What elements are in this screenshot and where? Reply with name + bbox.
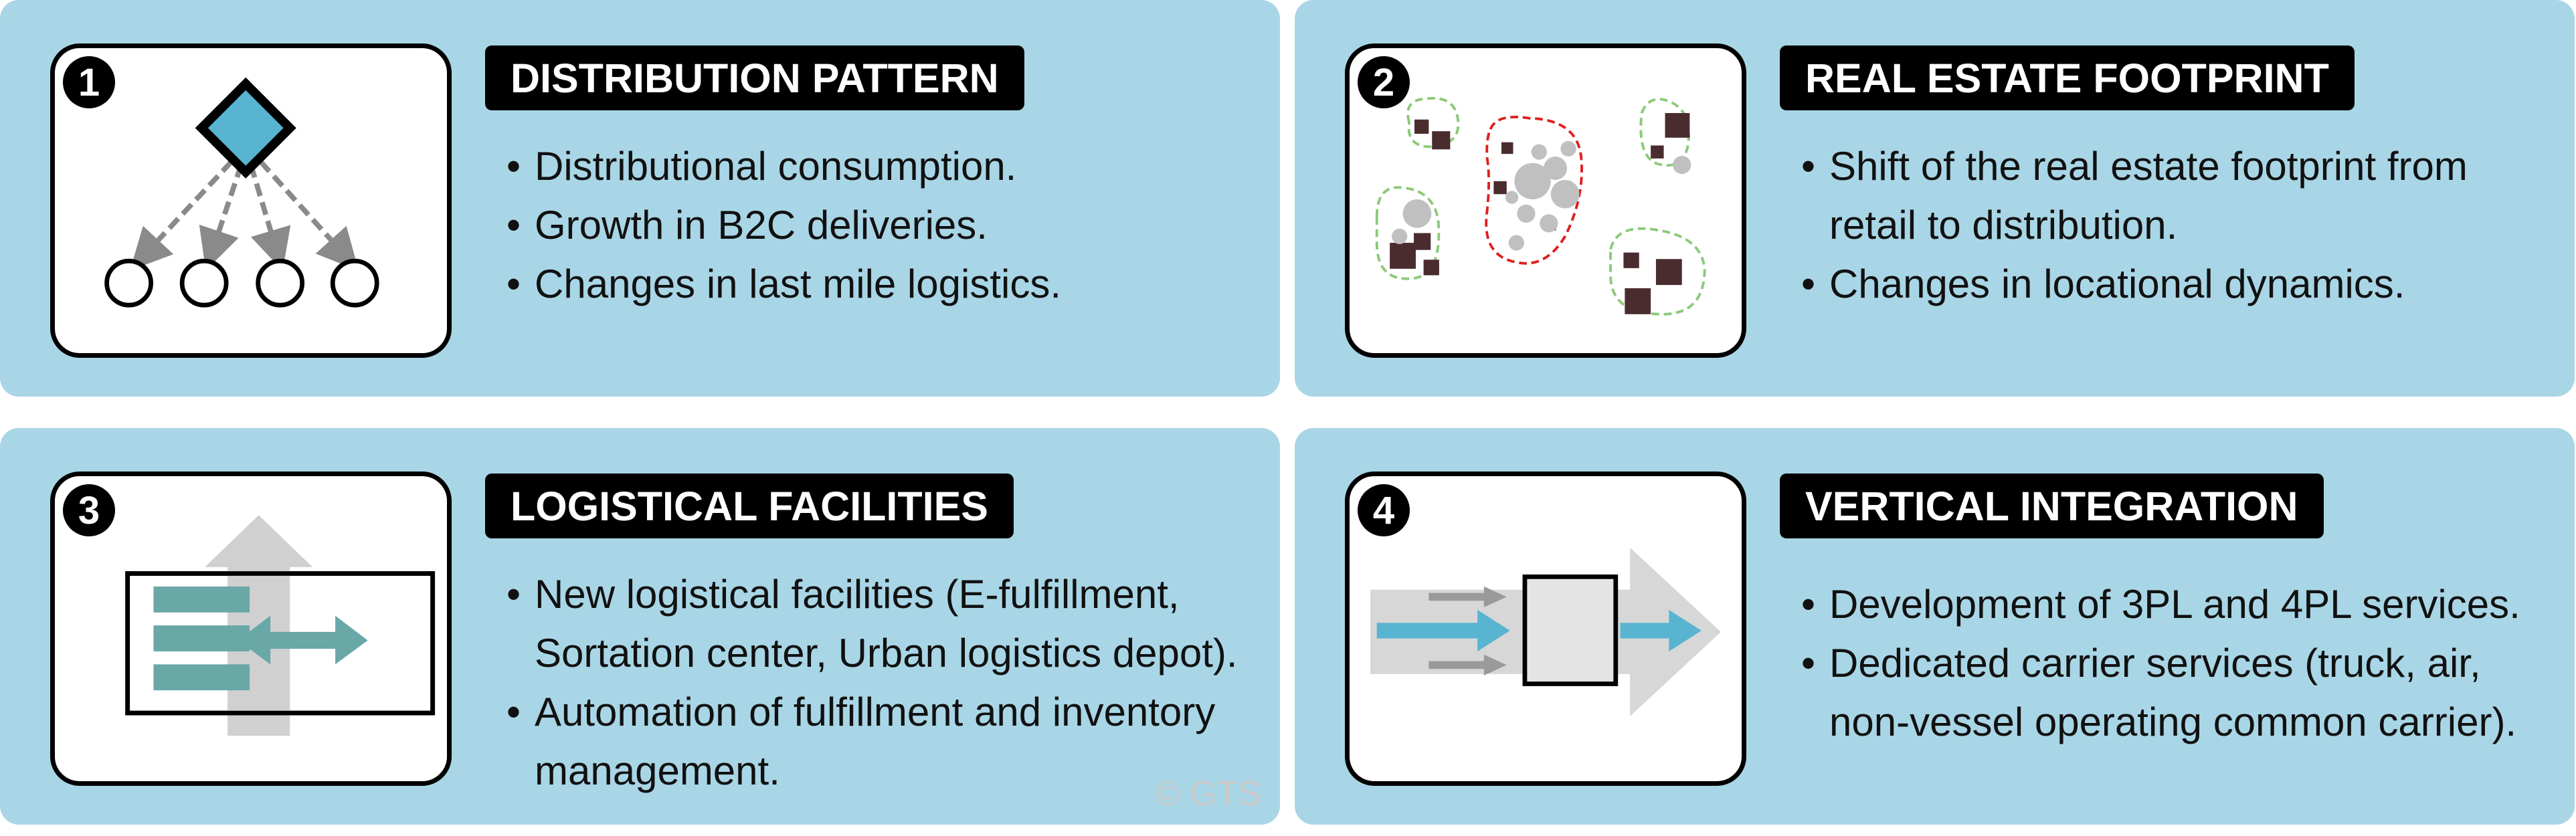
bullet-list: Development of 3PL and 4PL services. Ded… (1801, 575, 2564, 752)
panel-vertical-integration: 4 VERTICAL INTEGRATION Development of 3P… (1295, 428, 2575, 825)
panel-real-estate-footprint: 2 (1295, 0, 2575, 397)
icon-card: 1 (50, 43, 452, 358)
copyright-text: © GTS (1154, 774, 1261, 813)
real-estate-clusters-icon (1375, 96, 1706, 316)
bullet-item: Changes in last mile logistics. (507, 255, 1269, 314)
bullet-list: Distributional consumption. Growth in B2… (507, 137, 1269, 314)
bullet-item: Shift of the real estate footprint from … (1801, 137, 2564, 255)
bullet-item: Growth in B2C deliveries. (507, 196, 1269, 255)
panel-distribution-pattern: 1 DISTRIBUTION PATTERN Distr (0, 0, 1280, 397)
panel-title: VERTICAL INTEGRATION (1780, 474, 2324, 538)
panel-logistical-facilities: 3 LOGISTICAL FACILITIES New logistical f… (0, 428, 1280, 825)
panel-number: 3 (63, 484, 115, 536)
panel-title: REAL ESTATE FOOTPRINT (1780, 45, 2355, 110)
icon-card: 2 (1345, 43, 1746, 358)
panel-number: 4 (1358, 484, 1410, 536)
icon-card: 4 (1345, 472, 1746, 786)
bullet-item: Distributional consumption. (507, 137, 1269, 196)
bullet-item: New logistical facilities (E-fulfillment… (507, 565, 1269, 683)
bullet-item: Changes in locational dynamics. (1801, 255, 2564, 314)
panel-title: DISTRIBUTION PATTERN (485, 45, 1024, 110)
bullet-item: Development of 3PL and 4PL services. (1801, 575, 2564, 634)
icon-card: 3 (50, 472, 452, 786)
panel-title: LOGISTICAL FACILITIES (485, 474, 1014, 538)
bullet-item: Automation of fulfillment and inventory … (507, 683, 1269, 801)
panel-number: 2 (1358, 56, 1410, 108)
bullet-list: Shift of the real estate footprint from … (1801, 137, 2564, 314)
bullet-list: New logistical facilities (E-fulfillment… (507, 565, 1269, 801)
bullet-item: Dedicated carrier services (truck, air, … (1801, 634, 2564, 752)
panel-number: 1 (63, 56, 115, 108)
distribution-network-icon (104, 77, 379, 308)
logistics-facility-icon (125, 515, 436, 736)
vertical-integration-icon (1370, 547, 1721, 716)
